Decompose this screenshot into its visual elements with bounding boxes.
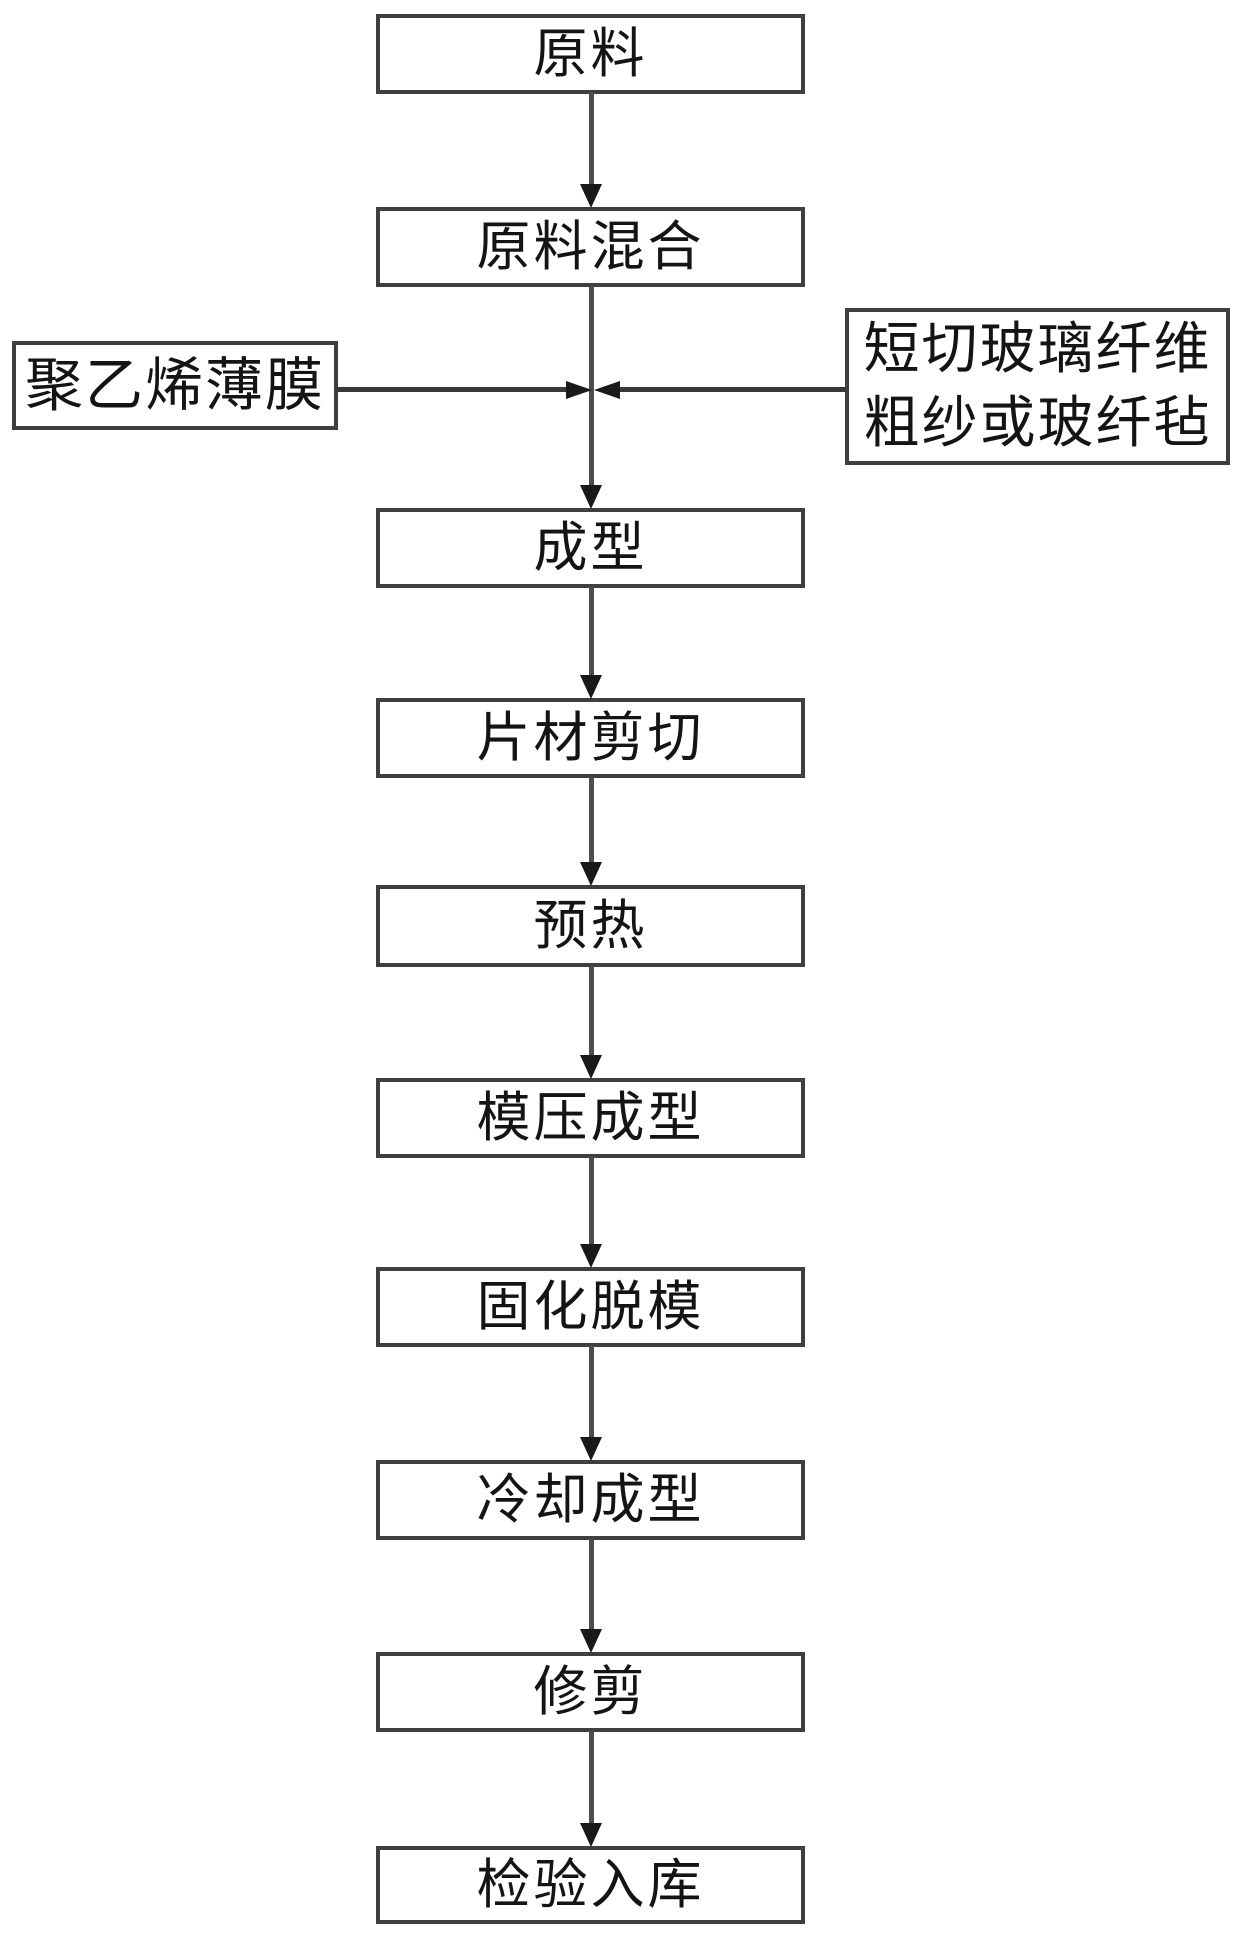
connector-compression-molding-to-curing xyxy=(589,1157,594,1248)
arrowhead-down-icon xyxy=(580,485,602,509)
connector-pe-film-to-junction xyxy=(336,387,568,392)
flow-node-label: 成型 xyxy=(533,515,648,579)
arrowhead-down-icon xyxy=(580,1437,602,1461)
arrowhead-down-icon xyxy=(580,1629,602,1653)
flow-node-curing-demolding: 固化脱模 xyxy=(376,1267,805,1347)
flow-node-inspection-storage: 检验入库 xyxy=(376,1846,805,1924)
flow-node-raw-material-mixing: 原料混合 xyxy=(376,207,805,287)
arrowhead-right-icon xyxy=(566,381,592,399)
arrowhead-down-icon xyxy=(580,675,602,699)
flow-node-raw-material: 原料 xyxy=(376,14,805,94)
connector-trimming-to-inspection xyxy=(589,1731,594,1827)
connector-glass-fiber-to-junction xyxy=(618,387,846,392)
flow-node-label: 原料混合 xyxy=(476,214,705,278)
flow-node-chopped-glass-fiber: 短切玻璃纤维 粗纱或玻纤毡 xyxy=(845,308,1230,465)
connector-raw-to-mixing xyxy=(589,92,594,188)
flow-node-label: 片材剪切 xyxy=(476,705,705,769)
flow-node-label: 修剪 xyxy=(533,1659,648,1723)
flow-node-label: 原料 xyxy=(533,21,648,85)
flow-node-forming: 成型 xyxy=(376,508,805,588)
flow-node-label: 固化脱模 xyxy=(476,1274,705,1338)
flow-node-label: 冷却成型 xyxy=(476,1467,705,1531)
arrowhead-left-icon xyxy=(594,381,620,399)
arrowhead-down-icon xyxy=(580,862,602,886)
connector-forming-to-sheet-cutting xyxy=(589,587,594,679)
connector-curing-to-cooling xyxy=(589,1346,594,1441)
flow-node-label: 预热 xyxy=(533,893,648,957)
connector-cooling-to-trimming xyxy=(589,1539,594,1633)
flow-node-polyethylene-film: 聚乙烯薄膜 xyxy=(12,341,338,430)
flow-node-compression-molding: 模压成型 xyxy=(376,1078,805,1158)
flow-node-label: 检验入库 xyxy=(476,1852,705,1916)
connector-preheating-to-compression-molding xyxy=(589,966,594,1059)
flow-node-cooling-forming: 冷却成型 xyxy=(376,1460,805,1540)
flow-node-label-line2: 粗纱或玻纤毡 xyxy=(863,390,1212,456)
flow-node-trimming: 修剪 xyxy=(376,1652,805,1732)
connector-sheet-cutting-to-preheating xyxy=(589,777,594,866)
arrowhead-down-icon xyxy=(580,1244,602,1268)
flow-node-sheet-cutting: 片材剪切 xyxy=(376,698,805,778)
flow-node-label: 聚乙烯薄膜 xyxy=(24,350,325,419)
arrowhead-down-icon xyxy=(580,184,602,208)
flow-node-label: 模压成型 xyxy=(476,1085,705,1149)
flow-node-preheating: 预热 xyxy=(376,885,805,967)
arrowhead-down-icon xyxy=(580,1823,602,1847)
flow-node-label-line1: 短切玻璃纤维 xyxy=(863,316,1212,382)
arrowhead-down-icon xyxy=(580,1055,602,1079)
